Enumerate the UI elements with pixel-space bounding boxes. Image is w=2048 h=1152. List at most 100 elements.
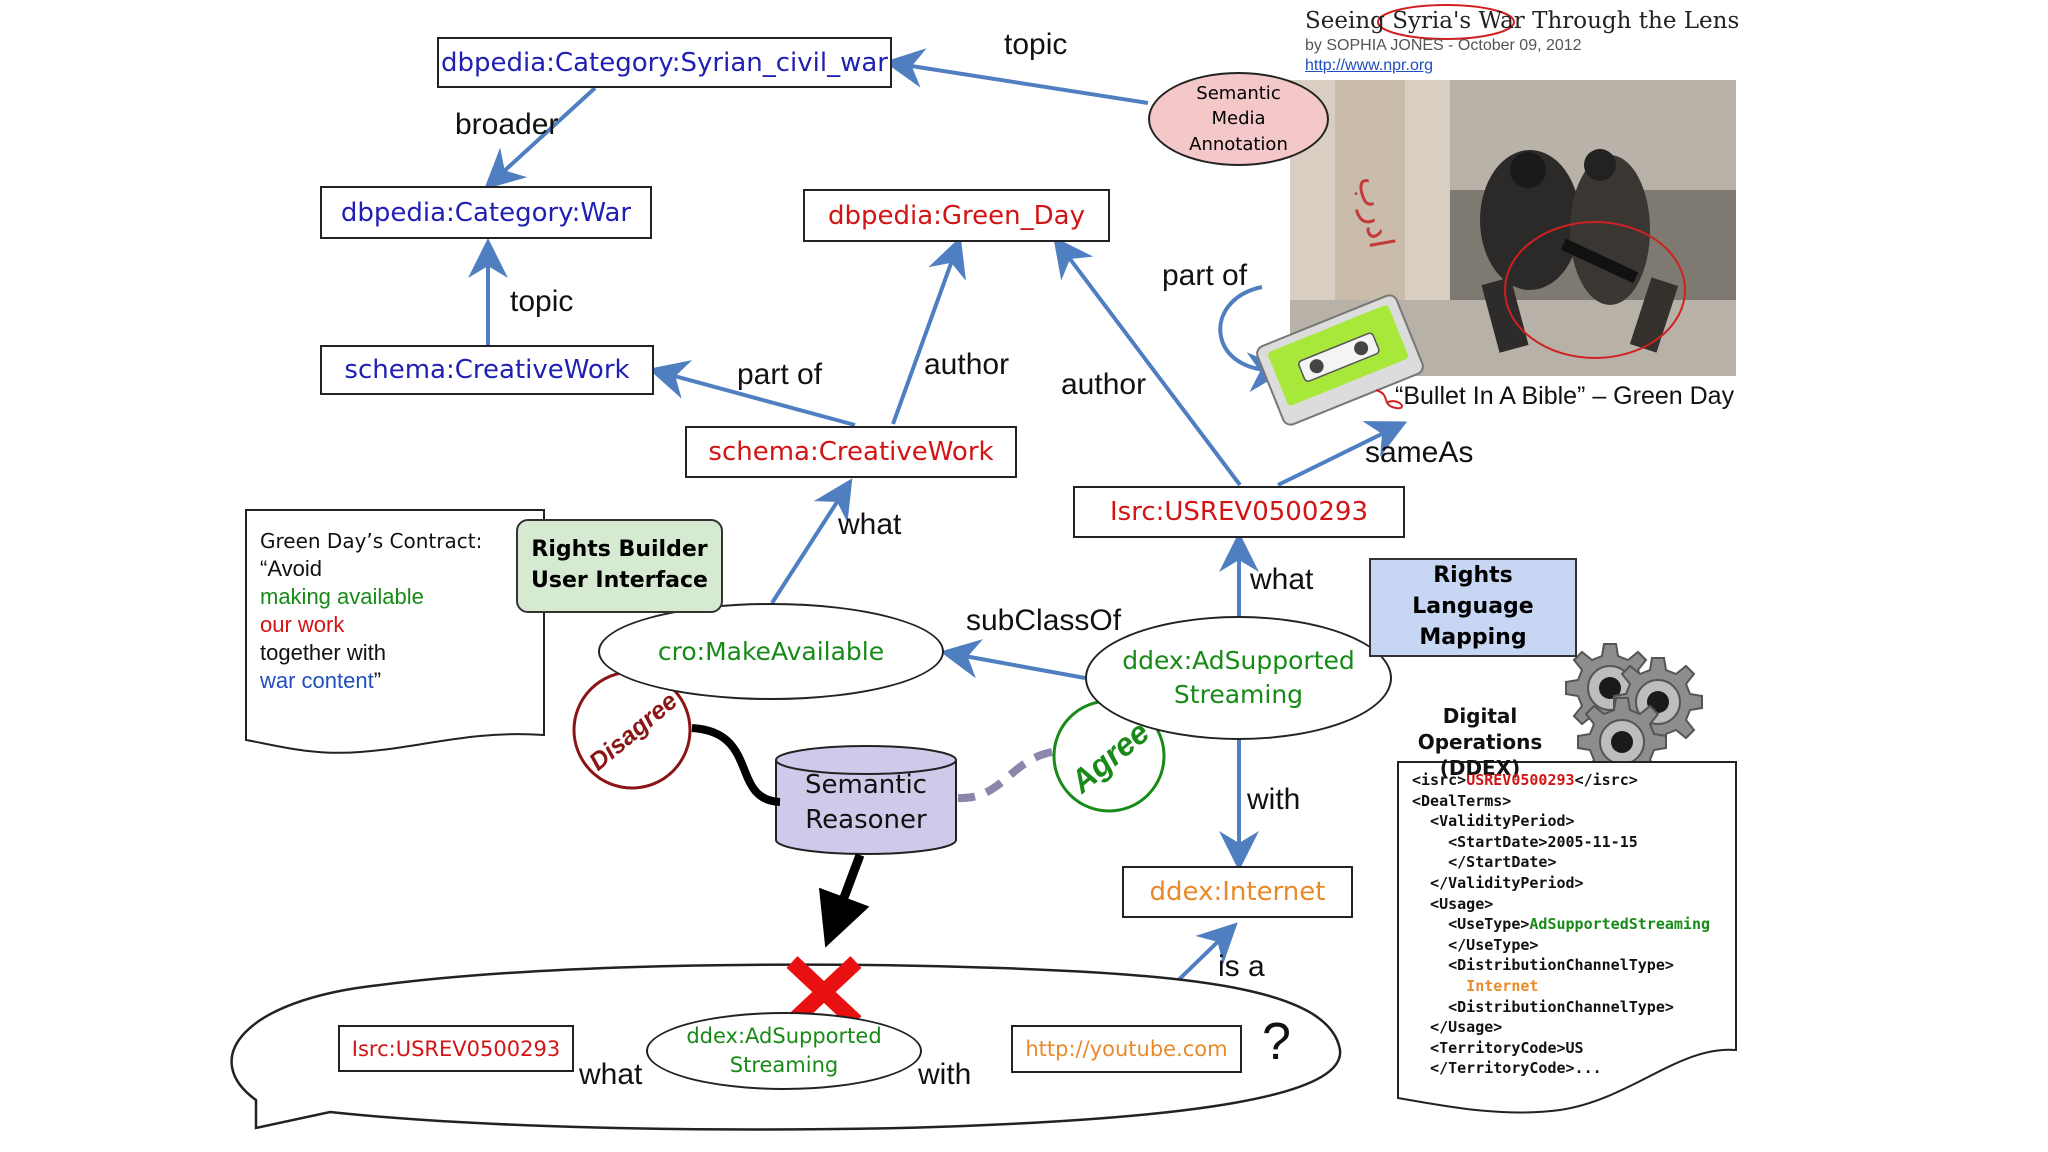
rights-language-line2: Mapping xyxy=(1419,624,1527,650)
label-question: ? xyxy=(1262,1013,1291,1071)
xml-token: <isrc> xyxy=(1412,771,1467,789)
news-title-pre: Seeing xyxy=(1305,8,1393,34)
news-byline: by SOPHIA JONES - October 09, 2012 xyxy=(1305,37,1582,54)
xml-line: <TerritoryCode>US xyxy=(1412,1038,1710,1059)
xml-line: <Usage> xyxy=(1412,894,1710,915)
label-author-right: author xyxy=(1061,368,1147,401)
xml-token: </ValidityPeriod> xyxy=(1412,873,1584,892)
xml-line: </UseType> xyxy=(1412,935,1710,956)
news-title-circled: Syria's War xyxy=(1392,8,1525,34)
xml-token: <Usage> xyxy=(1412,894,1494,913)
xml-token: </TerritoryCode>... xyxy=(1412,1059,1602,1078)
ad-supported-bottom-line2: Streaming xyxy=(729,1053,839,1077)
node-syrian-civil-war: dbpedia:Category:Syrian_civil_war xyxy=(437,37,892,88)
ddex-document xyxy=(1397,761,1737,1114)
reasoner-output-arrow xyxy=(818,853,870,948)
digital-operations-line1: Digital Operations xyxy=(1417,704,1543,754)
contract-note xyxy=(245,509,545,754)
label-with-bottom: with xyxy=(918,1058,972,1091)
xml-token: <DealTerms> xyxy=(1412,791,1512,810)
title-highlight-circle xyxy=(1377,4,1515,40)
agree-connector xyxy=(957,748,1053,803)
xml-line: <StartDate>2005-11-15 xyxy=(1412,832,1710,853)
make-available-label: cro:MakeAvailable xyxy=(657,636,885,666)
label-part-of-left: part of xyxy=(737,358,823,391)
node-isrc-top: Isrc:USREV0500293 xyxy=(1073,486,1405,538)
xml-token: <UseType> xyxy=(1412,915,1530,934)
xml-line: </Usage> xyxy=(1412,1017,1710,1038)
edge-author-right xyxy=(1053,236,1242,487)
xml-line: <UseType>AdSupportedStreaming xyxy=(1412,914,1710,935)
edge-part-of-left xyxy=(648,360,856,427)
xml-token: <TerritoryCode>US xyxy=(1412,1038,1584,1057)
contract-line5: war content xyxy=(260,668,374,693)
edge-same-as xyxy=(1277,421,1408,487)
label-is-a: is a xyxy=(1218,950,1265,983)
edge-what-left xyxy=(770,478,853,605)
label-same-as: sameAs xyxy=(1365,436,1474,469)
label-part-of-right: part of xyxy=(1162,259,1248,292)
xml-token: </isrc> xyxy=(1574,771,1638,789)
xml-line: Internet xyxy=(1412,976,1710,997)
sma-line2: Media xyxy=(1211,108,1266,130)
news-title: Seeing Syria's War Through the Lens xyxy=(1305,8,1739,34)
contract-heading: Green Day’s Contract: xyxy=(260,529,483,553)
label-with-right: with xyxy=(1247,783,1301,816)
ad-supported-line1: ddex:AdSupported xyxy=(1122,646,1355,676)
cassette-tape-squiggle xyxy=(1375,389,1403,410)
disagree-connector xyxy=(691,724,781,806)
edge-author-left xyxy=(891,236,966,425)
xml-line: <DealTerms> xyxy=(1412,791,1710,812)
sma-line3: Annotation xyxy=(1189,133,1288,155)
label-what-left: what xyxy=(838,508,902,541)
xml-token: </UseType> xyxy=(1412,935,1539,954)
contract-line3: our work xyxy=(260,612,345,637)
xml-token: </StartDate> xyxy=(1412,853,1557,872)
xml-token: <DistributionChannelType> xyxy=(1412,956,1674,975)
news-url[interactable]: http://www.npr.org xyxy=(1305,57,1434,74)
contract-text: Green Day’s Contract: “Avoid making avai… xyxy=(260,527,482,695)
node-war: dbpedia:Category:War xyxy=(320,186,652,239)
label-what-bottom: what xyxy=(579,1058,643,1091)
rights-builder-line1: Rights Builder xyxy=(531,537,708,563)
ddex-xml-code: <isrc>USREV0500293</isrc> <DealTerms> <Va… xyxy=(1412,770,1710,1079)
node-youtube: http://youtube.com xyxy=(1011,1025,1242,1073)
xml-token: <DistributionChannelType> xyxy=(1412,997,1674,1016)
disagree-stamp: Disagree xyxy=(572,670,692,790)
xml-line: <ValidityPeriod> xyxy=(1412,811,1710,832)
xml-line: <DistributionChannelType> xyxy=(1412,955,1710,976)
label-what-right: what xyxy=(1250,563,1314,596)
xml-token: <ValidityPeriod> xyxy=(1412,812,1575,831)
label-sub-class-of: subClassOf xyxy=(966,604,1122,637)
xml-token: AdSupportedStreaming xyxy=(1529,915,1711,934)
label-broader: broader xyxy=(455,108,559,141)
ad-supported-bottom-line1: ddex:AdSupported xyxy=(686,1023,882,1048)
semantic-reasoner-cylinder xyxy=(775,745,957,855)
node-isrc-bottom: Isrc:USREV0500293 xyxy=(338,1025,574,1072)
xml-token: Internet xyxy=(1412,976,1539,995)
contract-line2: making available xyxy=(260,584,424,609)
node-green-day: dbpedia:Green_Day xyxy=(803,189,1110,242)
contract-line5-end: ” xyxy=(373,668,382,693)
edge-topic-top xyxy=(884,48,1149,105)
agree-stamp: Agree xyxy=(1052,699,1166,813)
edge-sub-class-of xyxy=(940,639,1086,680)
xml-line: </ValidityPeriod> xyxy=(1412,873,1710,894)
xml-line: </TerritoryCode>... xyxy=(1412,1058,1710,1079)
contract-line1: “Avoid xyxy=(260,556,322,581)
xml-line: </StartDate> xyxy=(1412,852,1710,873)
digital-operations-line2: (DDEX) xyxy=(1439,756,1521,780)
label-topic-mid: topic xyxy=(510,285,574,318)
label-topic-top: topic xyxy=(1004,28,1068,61)
sma-line1: Semantic xyxy=(1196,83,1281,105)
xml-token: USREV0500293 xyxy=(1466,771,1575,789)
rights-builder-line2: User Interface xyxy=(531,568,708,593)
node-internet: ddex:Internet xyxy=(1122,866,1353,918)
xml-token: </Usage> xyxy=(1412,1018,1503,1037)
ad-supported-line2: Streaming xyxy=(1173,680,1304,709)
